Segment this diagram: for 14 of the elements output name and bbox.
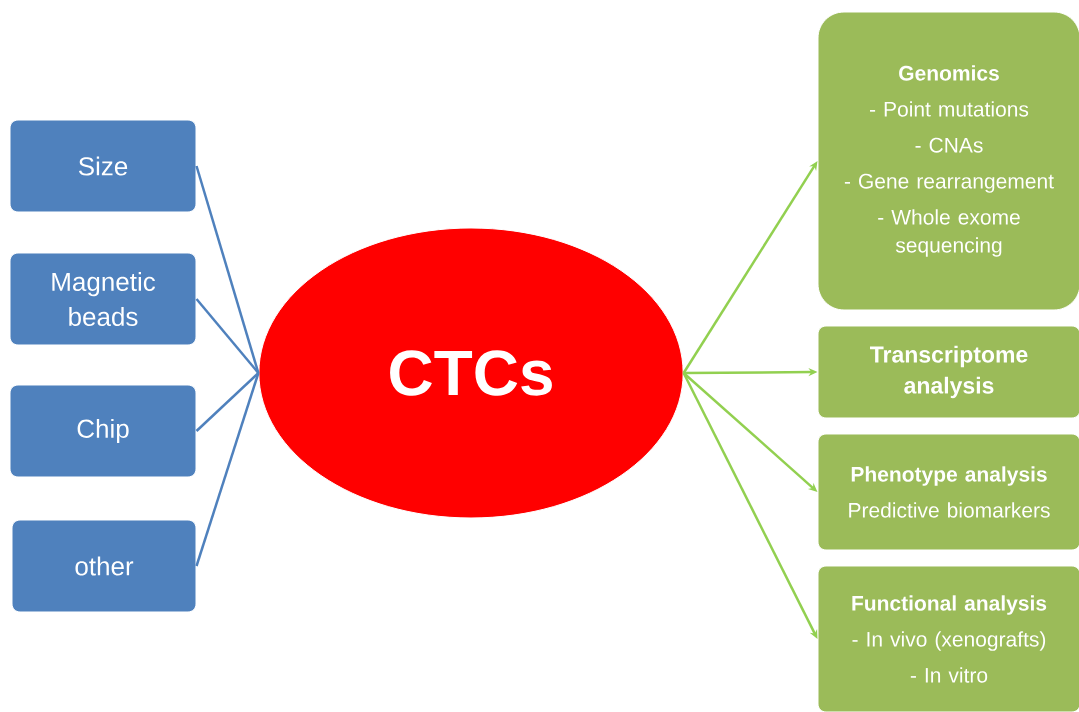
analysis-box: Genomics - Point mutations - CNAs - Gene rearrangement - Whole exome sequencing <box>817 11 1079 311</box>
connector-line <box>195 165 260 374</box>
analysis-box: Functional analysis - In vivo (xenografts) - In vitro <box>817 565 1079 712</box>
arrow <box>682 372 818 639</box>
connector-line <box>195 372 260 432</box>
method-box: Size <box>9 119 197 213</box>
method-box: other <box>11 519 197 613</box>
arrow <box>682 161 818 374</box>
connector-line <box>195 298 260 374</box>
analysis-box: Transcriptome analysis <box>817 325 1079 419</box>
analysis-box: Phenotype analysis Predictive biomarkers <box>817 433 1079 551</box>
method-box: Chip <box>9 384 197 478</box>
connector-line <box>195 372 260 567</box>
method-box: Magnetic beads <box>9 252 197 346</box>
